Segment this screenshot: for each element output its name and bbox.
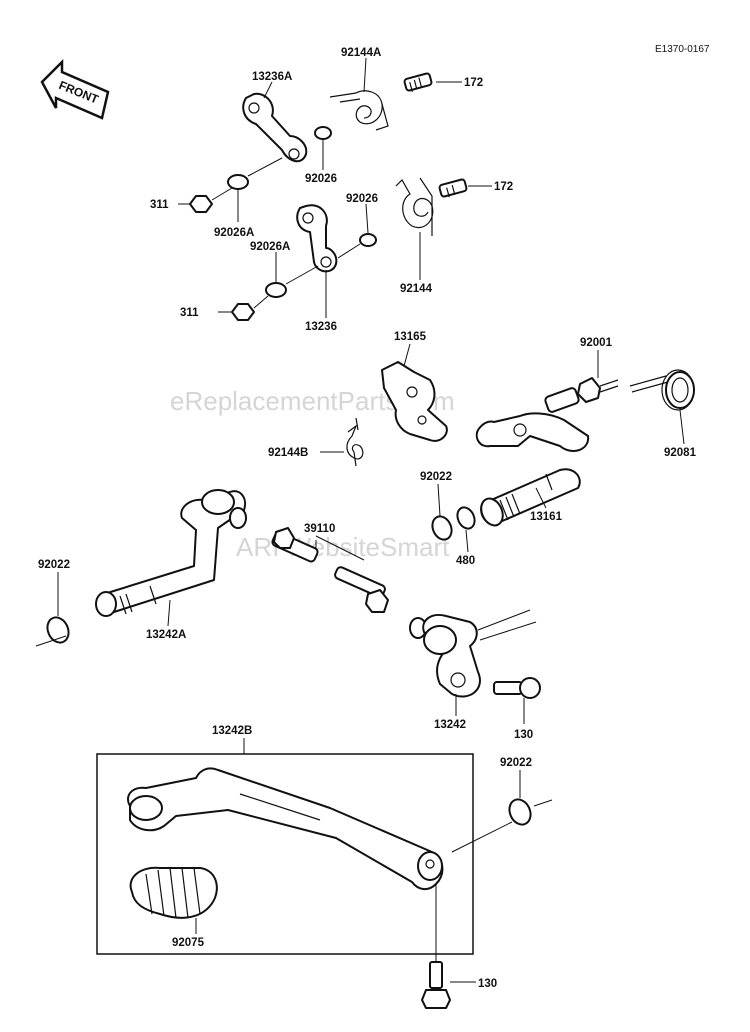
spring-92144A [329,90,389,131]
washer-92022-middle [431,515,453,541]
label-130-middle: 130 [514,729,533,741]
label-13161: 13161 [530,511,563,523]
pedal-13242B [127,767,444,890]
label-92144B: 92144B [268,447,308,459]
label-92001: 92001 [580,337,613,349]
spring-92144 [395,177,434,236]
front-arrow-icon: FRONT [40,58,110,120]
label-130-bottom: 130 [478,978,497,990]
label-13242A: 13242A [146,629,186,641]
label-172-upper: 172 [464,77,483,89]
label-311-upper: 311 [150,199,169,211]
washer-92026-upper [314,126,332,140]
pedal-group-frame [96,753,474,955]
label-92075: 92075 [172,937,205,949]
label-311-lower: 311 [180,307,199,319]
nut-311-lower [231,303,255,321]
washer-92026-lower [359,233,377,247]
bolt-130-middle [493,677,541,699]
lever-13236 [296,204,338,273]
lever-13236A [242,92,308,163]
plate-13165 [381,361,448,442]
lever-13242 [409,614,481,698]
label-13236A: 13236A [252,71,292,83]
shaft-13161 [475,412,590,527]
label-13236: 13236 [305,321,337,333]
spring-92081 [629,369,695,411]
label-92026A-lower: 92026A [250,241,290,253]
label-92022-left: 92022 [38,559,70,571]
bolt-92001 [544,377,619,413]
label-13242: 13242 [434,719,466,731]
label-92026-upper: 92026 [305,173,337,185]
circlip-480 [456,506,476,530]
spring-92144B [346,417,364,467]
pin-172-lower [438,178,468,198]
label-92144: 92144 [400,283,433,295]
label-480: 480 [456,555,475,567]
washer-92026A-upper [227,174,249,190]
washer-92022-left [46,616,70,644]
label-92022-bottom: 92022 [500,757,532,769]
nut-311-upper [189,195,213,213]
shift-shaft-13242A [95,489,247,617]
watermark-ari: ARI WebsiteSmart [236,532,450,562]
pin-172-upper [403,72,433,92]
label-92022-middle: 92022 [420,471,452,483]
label-39110: 39110 [304,523,335,535]
rod-39110 [271,527,389,613]
label-92026A-upper: 92026A [214,227,254,239]
washer-92022-bottom [508,798,532,826]
reference-code: E1370-0167 [655,44,710,55]
rubber-92075 [129,866,218,919]
label-92144A: 92144A [341,47,381,59]
label-13165: 13165 [394,331,427,343]
label-13242B: 13242B [212,725,252,737]
bolt-130-bottom [421,884,451,1009]
label-92081: 92081 [664,447,697,459]
label-172-lower: 172 [494,181,513,193]
label-92026-lower: 92026 [346,193,378,205]
washer-92026A-lower [265,282,287,298]
